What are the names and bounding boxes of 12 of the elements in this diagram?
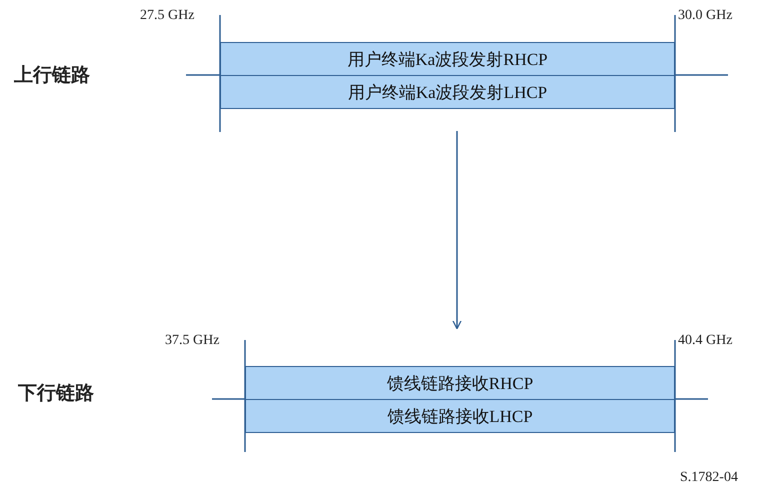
arrow [452, 131, 462, 330]
frequency-label: 37.5 GHz [165, 333, 220, 349]
frequency-label: 27.5 GHz [140, 8, 194, 24]
link-label: 上行链路 [14, 63, 90, 88]
link-label: 下行链路 [18, 381, 94, 406]
frequency-band: 用户终端Ka波段发射LHCP [220, 75, 675, 109]
frequency-label: 30.0 GHz [678, 8, 732, 24]
figure-number: S.1782-04 [680, 470, 738, 486]
frequency-band: 馈线链路接收LHCP [245, 399, 675, 433]
frequency-band: 用户终端Ka波段发射RHCP [220, 42, 675, 76]
frequency-band: 馈线链路接收RHCP [245, 366, 675, 400]
frequency-label: 40.4 GHz [678, 333, 732, 349]
